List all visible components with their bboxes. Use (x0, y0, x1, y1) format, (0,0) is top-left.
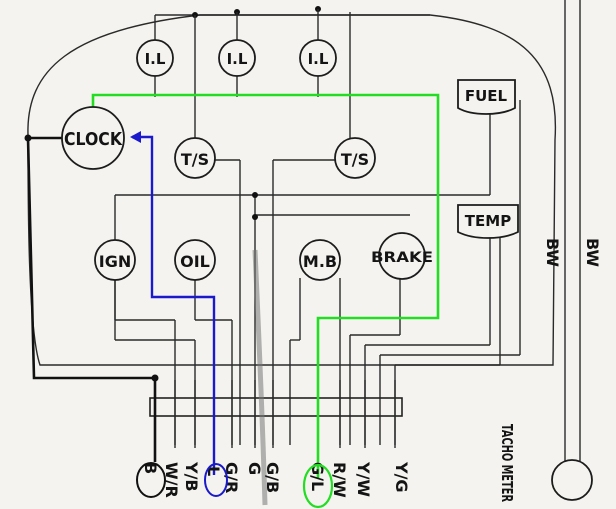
green-highlight-oval (302, 463, 334, 509)
ts-lamp-1-label: T/S (181, 150, 209, 169)
wire-code-label: W/R (162, 462, 181, 498)
page-crease (252, 249, 268, 506)
il-lamp-1-label: I.L (145, 50, 166, 68)
fuel-gauge-label: FUEL (465, 87, 508, 105)
black-highlight-oval (136, 462, 166, 498)
wire-code-label: L (204, 466, 223, 476)
black-highlight-wire (26, 136, 157, 462)
ign-lamp-label: IGN (99, 252, 131, 271)
temp-gauge-label: TEMP (465, 212, 511, 230)
wire-code-label: Y/G (392, 461, 411, 493)
bw-wire-label-2: BW (583, 238, 602, 267)
wire-code-label: G/L (308, 462, 327, 491)
wire-code-label: G (245, 462, 264, 475)
connector-pins (154, 380, 396, 448)
brake-lamp-label: BRAKE (371, 250, 433, 266)
blue-highlight-wire (132, 135, 216, 475)
blue-highlight-oval (204, 463, 228, 497)
wire-code-label: G/B (263, 462, 282, 493)
wire-code-label: Y/B (182, 461, 201, 492)
wire-code-labels: B W/R Y/B L G/R G G/B G/L R/W Y/W Y/G (141, 461, 411, 498)
mb-lamp-label: M.B (303, 252, 337, 271)
wire-code-label: R/W (330, 462, 349, 498)
oil-lamp-label: OIL (180, 252, 210, 271)
wire-code-label: Y/W (354, 461, 373, 497)
wire-lines (114, 9, 521, 445)
ts-lamp-2-label: T/S (341, 150, 369, 169)
bw-wire-label-1: BW (543, 238, 562, 267)
il-lamp-2-label: I.L (227, 50, 248, 68)
connector-block (149, 397, 403, 417)
housing-outline (27, 14, 557, 366)
clock-label: CLOCK (64, 129, 123, 150)
green-highlight-wire (91, 93, 440, 478)
il-lamp-3-label: I.L (308, 50, 329, 68)
blue-arrow-icon (130, 131, 141, 143)
tacho-meter-label: TACHO METER (498, 424, 516, 502)
